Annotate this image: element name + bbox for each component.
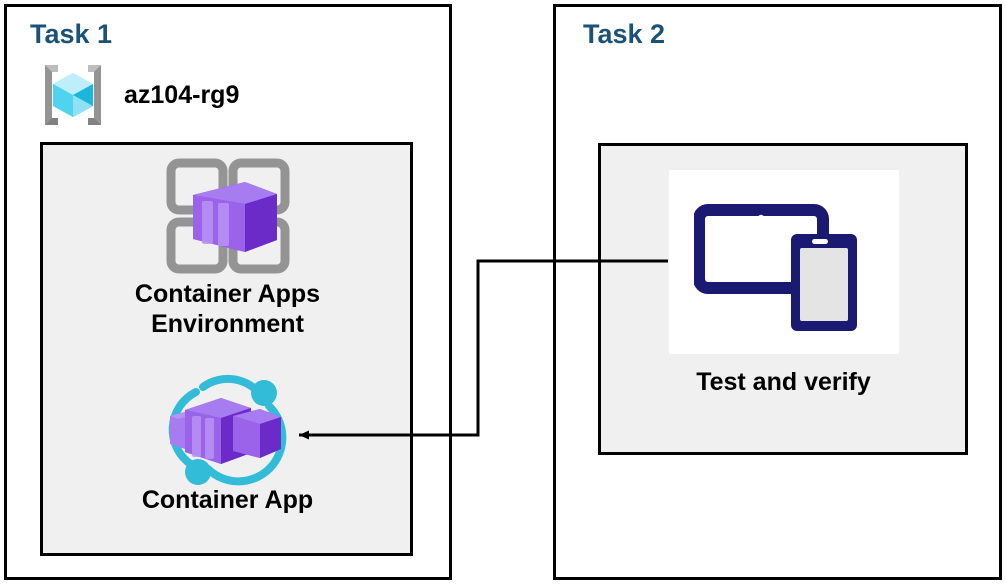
node-label-test-and-verify: Test and verify — [696, 368, 871, 396]
devices-test-verify-icon — [693, 187, 874, 337]
node-container-apps-environment[interactable]: Container Apps Environment — [60, 152, 395, 339]
task-1-title: Task 1 — [30, 19, 113, 49]
node-test-and-verify[interactable]: Test and verify — [636, 170, 931, 398]
node-label-container-app: Container App — [141, 486, 314, 514]
resource-group-row: az104-rg9 — [36, 58, 239, 132]
container-apps-environment-icon — [153, 152, 303, 280]
azure-resource-group-icon — [36, 58, 110, 132]
task-2-title: Task 2 — [583, 19, 666, 49]
node-label-container-apps-environment: Container Apps Environment — [134, 280, 321, 338]
container-app-icon — [148, 368, 308, 486]
test-icon-panel — [668, 170, 899, 354]
node-container-app[interactable]: Container App — [60, 368, 395, 516]
resource-group-name: az104-rg9 — [124, 80, 240, 109]
